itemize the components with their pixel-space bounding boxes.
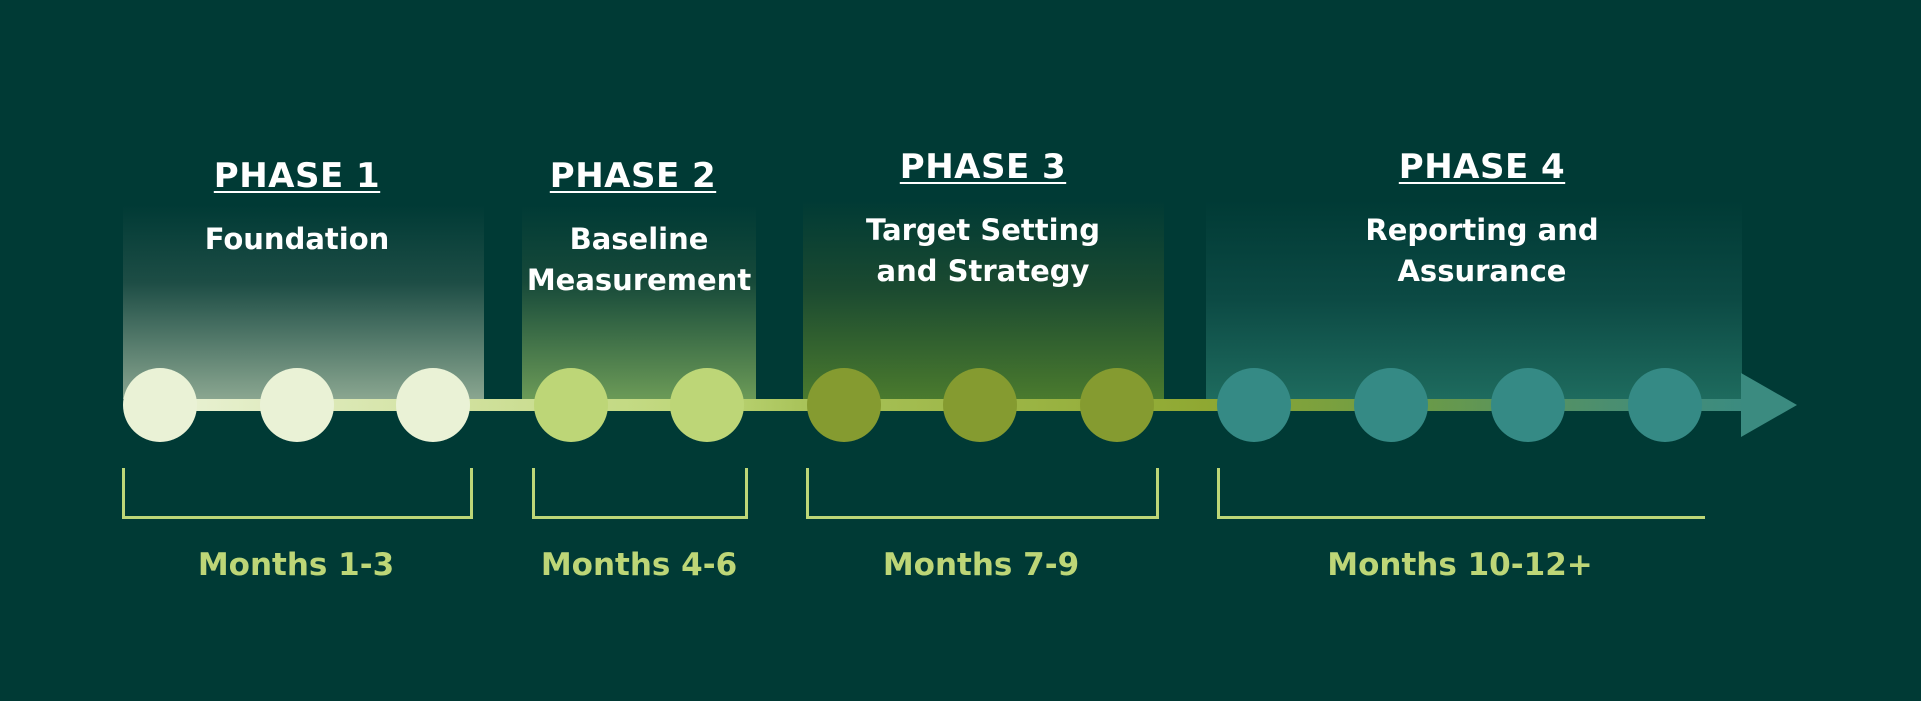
phase-2-bracket	[532, 468, 748, 519]
phase-3-heading: PHASE 3	[899, 147, 1067, 187]
phase-4-box	[1206, 200, 1742, 399]
phase-2-months: Months 4-6	[540, 547, 738, 583]
milestone-dot	[396, 368, 470, 442]
phase-1-title: Foundation	[204, 222, 390, 256]
milestone-dot	[1491, 368, 1565, 442]
phase-1-heading: PHASE 1	[213, 156, 381, 196]
milestone-dot	[534, 368, 608, 442]
phase-2-heading: PHASE 2	[549, 156, 717, 196]
phase-2-title: Baseline Measurement	[526, 222, 752, 297]
phase-3-title: Target Setting and Strategy	[866, 213, 1100, 288]
timeline-arrow-icon	[1741, 373, 1797, 437]
phase-1-months: Months 1-3	[197, 547, 395, 583]
timeline-line-phase-2	[484, 399, 803, 411]
milestone-dot	[1080, 368, 1154, 442]
milestone-dot	[807, 368, 881, 442]
milestone-dot	[670, 368, 744, 442]
milestone-dot	[1217, 368, 1291, 442]
phase-4-heading: PHASE 4	[1398, 147, 1566, 187]
phase-2-box	[522, 205, 756, 399]
milestone-dot	[1354, 368, 1428, 442]
phase-4-bracket	[1217, 468, 1705, 519]
phase-3-bracket	[806, 468, 1159, 519]
phase-4-months: Months 10-12+	[1327, 547, 1593, 583]
milestone-dot	[1628, 368, 1702, 442]
phase-1-box	[123, 205, 484, 399]
timeline-line-phase-4	[1206, 399, 1746, 411]
milestone-dot	[260, 368, 334, 442]
milestone-dot	[123, 368, 197, 442]
milestone-dot	[943, 368, 1017, 442]
phase-4-title: Reporting and Assurance	[1365, 213, 1599, 288]
phase-1-bracket	[122, 468, 473, 519]
phase-3-months: Months 7-9	[882, 547, 1080, 583]
phase-3-box	[803, 200, 1164, 399]
